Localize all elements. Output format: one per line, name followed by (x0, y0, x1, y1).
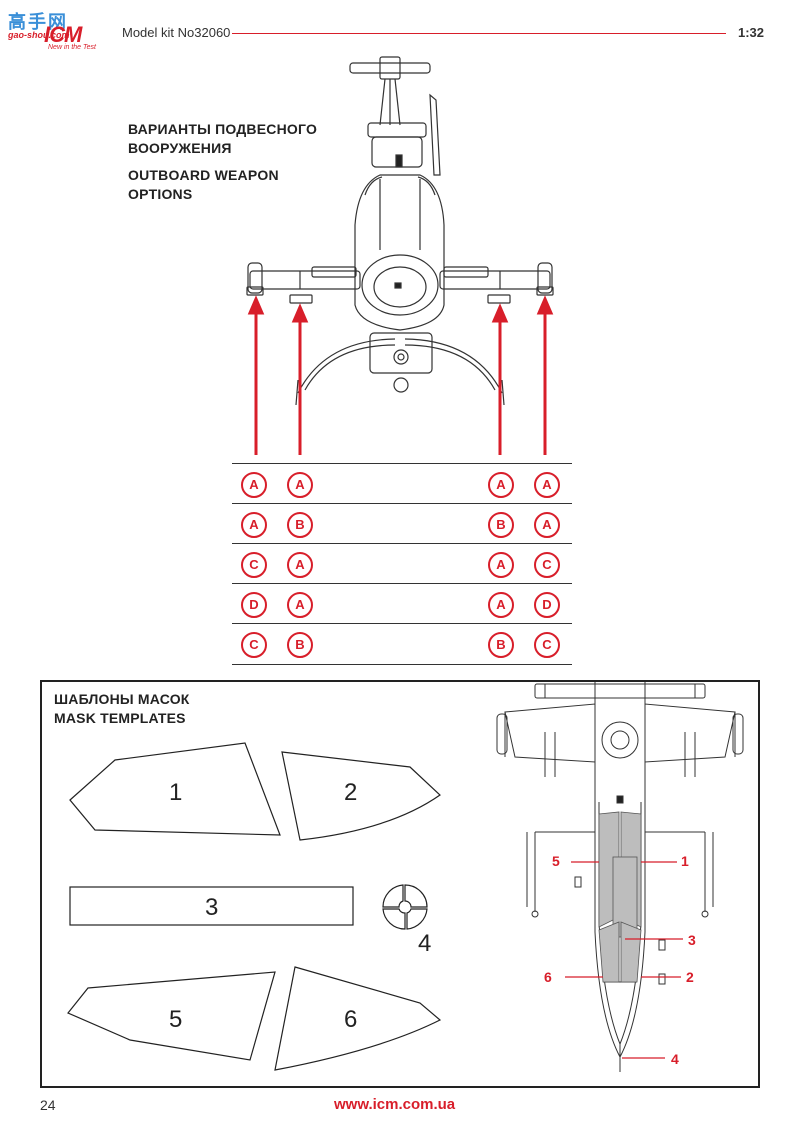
logo-chinese-text: 高手网 (8, 12, 68, 32)
mask-template-5-shape (67, 971, 276, 1061)
mask-template-shapes (67, 742, 442, 1071)
option-badge: A (287, 552, 313, 578)
weapons-title-en-line1: OUTBOARD WEAPON (128, 167, 279, 183)
weapons-title-en: OUTBOARD WEAPON OPTIONS (128, 166, 279, 204)
weapon-option-row-2: A B B A (232, 503, 572, 544)
page-number: 24 (40, 1097, 56, 1113)
option-badge: D (241, 592, 267, 618)
weapon-option-row-4: D A A D (232, 583, 572, 624)
weapon-option-row-1: A A A A (232, 463, 572, 504)
callout-label-6: 6 (544, 969, 552, 985)
mask-template-label-6: 6 (344, 1006, 358, 1033)
mask-template-label-1: 1 (169, 779, 183, 806)
model-kit-number: Model kit No32060 (122, 25, 231, 40)
callout-label-1: 1 (681, 853, 689, 869)
weapon-option-row-5: C B B C (232, 623, 572, 665)
mask-template-2-shape (281, 751, 441, 841)
option-badge: A (287, 472, 313, 498)
masks-title-ru: ШАБЛОНЫ МАСОК (54, 691, 190, 707)
logo-brand: ICM (44, 22, 82, 47)
icm-logo: 高手网 gao-shou.com ICM New in the Test (8, 8, 108, 52)
option-badge: A (488, 592, 514, 618)
callout-label-3: 3 (688, 932, 696, 948)
option-badge: B (287, 632, 313, 658)
mask-template-3-shape (69, 886, 354, 926)
mask-template-label-2: 2 (344, 779, 358, 806)
option-badge: A (488, 552, 514, 578)
option-badge: A (241, 472, 267, 498)
mask-template-1-shape (69, 742, 281, 836)
mask-template-4-shape (382, 884, 428, 930)
option-badge: B (488, 632, 514, 658)
scale-label: 1:32 (738, 25, 765, 40)
weapon-option-row-3: C A A C (232, 543, 572, 584)
helicopter-top-view-drawing (496, 682, 744, 1072)
weapons-title-ru-line2: ВООРУЖЕНИЯ (128, 140, 232, 156)
option-badge: A (534, 512, 560, 538)
callout-label-4: 4 (671, 1051, 679, 1067)
header-rule (232, 33, 726, 34)
option-badge: B (287, 512, 313, 538)
option-badge: A (534, 472, 560, 498)
option-badge: C (534, 552, 560, 578)
option-badge: A (488, 472, 514, 498)
mask-template-label-5: 5 (169, 1006, 183, 1033)
option-badge: C (241, 632, 267, 658)
option-badge: C (534, 632, 560, 658)
mask-template-6-shape (274, 966, 442, 1071)
masks-title-en: MASK TEMPLATES (54, 710, 186, 726)
callout-label-2: 2 (686, 969, 694, 985)
weapons-title-ru: ВАРИАНТЫ ПОДВЕСНОГО ВООРУЖЕНИЯ (128, 120, 317, 158)
option-badge: C (241, 552, 267, 578)
logo-slogan: New in the Test (48, 44, 96, 51)
mask-template-label-3: 3 (205, 894, 219, 921)
option-badge: A (241, 512, 267, 538)
option-badge: D (534, 592, 560, 618)
mask-template-label-4: 4 (418, 930, 432, 957)
weapons-title-ru-line1: ВАРИАНТЫ ПОДВЕСНОГО (128, 121, 318, 137)
option-badge: A (287, 592, 313, 618)
callout-label-5: 5 (552, 853, 560, 869)
mask-templates-panel (40, 680, 760, 1088)
masks-title: ШАБЛОНЫ МАСОК MASK TEMPLATES (54, 690, 190, 728)
weapons-title-en-line2: OPTIONS (128, 186, 193, 202)
logo-url-text: gao-shou.com (8, 30, 70, 40)
option-badge: B (488, 512, 514, 538)
website-link[interactable]: www.icm.com.ua (334, 1096, 456, 1113)
helicopter-front-view-drawing (246, 56, 554, 455)
